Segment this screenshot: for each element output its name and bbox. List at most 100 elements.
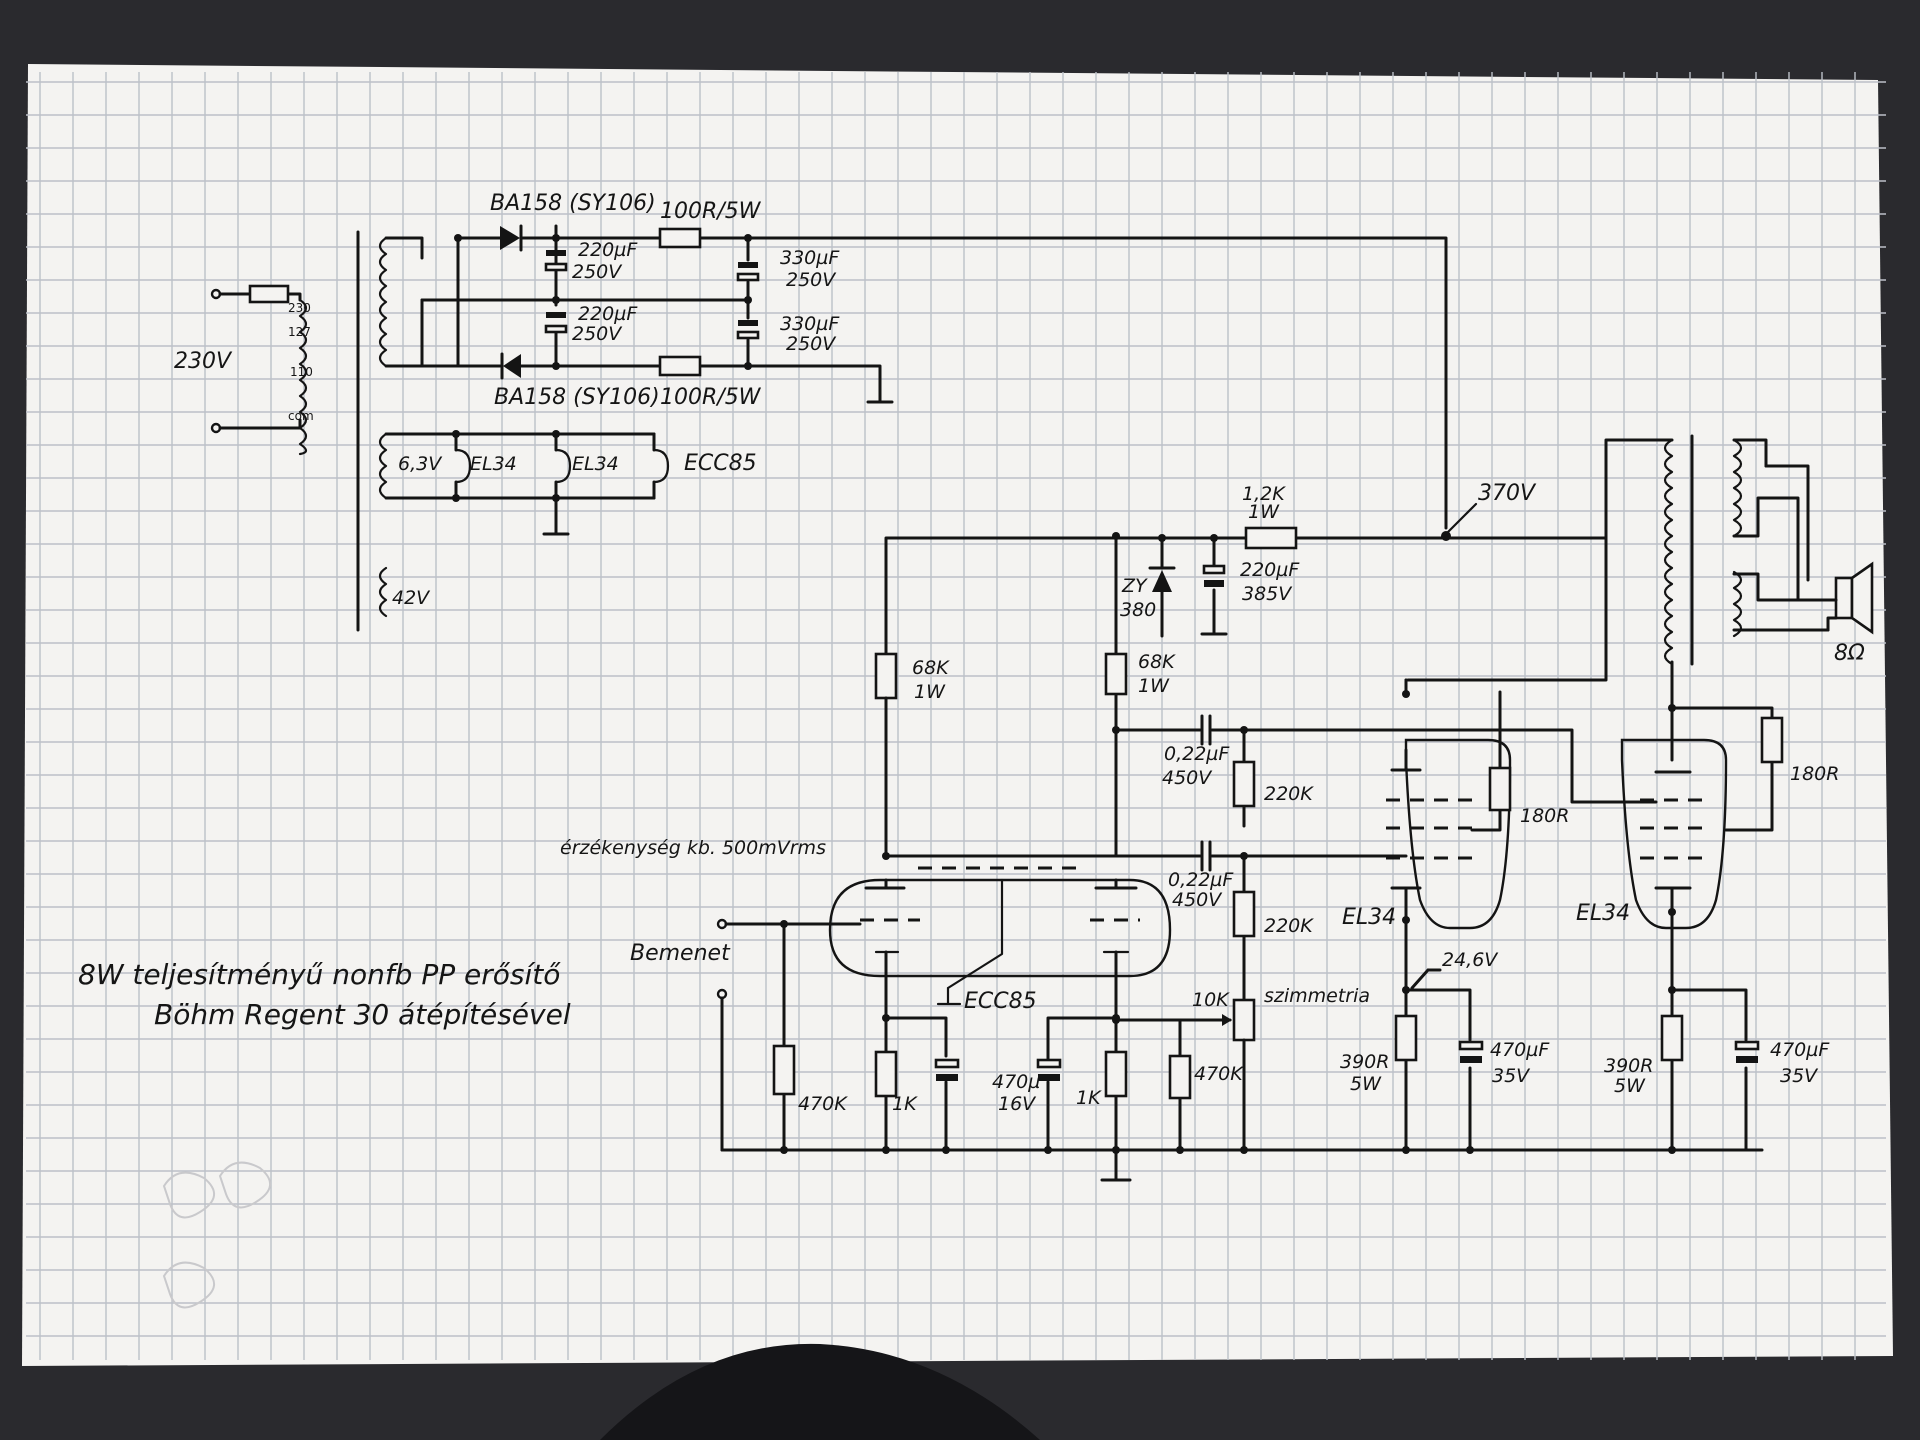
title-line-1: 8W teljesítményű nonfb PP erősítő [78,958,561,991]
balance-label: szimmetria [1264,985,1370,1007]
balance-pot-value: 10K [1192,989,1230,1011]
cathode-resistor-right [1104,1050,1128,1098]
tap-110-label: 110 [290,365,313,379]
ecc85-label: ECC85 [964,989,1037,1014]
filter-cap-voltage: 385V [1242,583,1293,605]
cathode-cap-el34-right-value: 470µF [1770,1039,1830,1061]
main-ground [1100,1148,1132,1182]
diode-top-symbol [500,226,520,250]
input-label: Bemenet [630,941,731,966]
pot-resistor-label: 470K [1194,1063,1244,1085]
diode-bottom-label: BA158 (SY106) [494,385,660,410]
hv-secondary-winding [378,236,388,368]
plate-r-left-value: 68K [912,657,950,679]
title-line-2: Böhm Regent 30 átépítésével [154,998,571,1031]
cathode-r-right-label: 1K [1076,1087,1102,1109]
coupling-cap-top-value: 0,22µF [1164,743,1230,765]
resistor-100r-top [658,227,702,249]
screen-resistor-right [1760,716,1784,764]
zener-label: ZY [1121,575,1148,597]
el34-right-label: EL34 [1576,901,1630,926]
primary-winding [298,298,308,456]
tap-127-label: 127 [288,325,311,339]
cathode-r-el34-left-value: 390R [1340,1051,1389,1073]
coupling-cap-bottom-value: 0,22µF [1168,869,1234,891]
cap-out-top-value: 330µF [780,247,840,269]
cap-out-bottom-value: 330µF [780,313,840,335]
zener-value-label: 380 [1120,599,1156,621]
ot-primary [1663,438,1674,666]
coupling-cap-bottom-voltage: 450V [1172,889,1223,911]
cathode-resistor-left-el34 [1394,1014,1418,1062]
filter-cap-value: 220µF [1240,559,1300,581]
cap-in-top-voltage: 250V [572,261,623,283]
resistor-top-label: 100R/5W [660,199,762,224]
heater-tube-2-label: EL34 [572,453,619,475]
cathode-r-left-label: 1K [892,1093,918,1115]
heater-tube-3-label: ECC85 [684,451,757,476]
notebook-page [22,64,1893,1366]
speaker-impedance-label: 8Ω [1834,641,1865,666]
power-supply-section: 230 127 110 com 230V BA158 (SY106) 100R/… [174,191,1448,632]
cap-in-bottom-voltage: 250V [572,323,623,345]
coupling-cap-top-voltage: 450V [1162,767,1213,789]
cathode-resistor-right-el34 [1660,1014,1684,1062]
cap-out-top-voltage: 250V [786,269,837,291]
cap-out-bottom-voltage: 250V [786,333,837,355]
heater-el34-2 [554,448,572,484]
plate-r-right-watt: 1W [1138,675,1170,697]
output-transformer: 8Ω [1604,434,1874,710]
heater-section: 6,3V EL34 EL34 ECC85 42V [378,430,757,618]
heater-tube-1-label: EL34 [470,453,517,475]
heater-voltage-label: 6,3V [398,453,443,475]
tap-230-label: 230 [288,301,311,315]
zener-diode [1152,570,1172,592]
aux-winding [378,566,388,618]
b-plus-rail: 1,2K 1W 370V ZY 380 220µF 385V [884,481,1608,858]
grid-leak-bottom [1232,890,1256,938]
faint-doodle [162,1161,271,1309]
speaker [1834,576,1854,620]
el34-right-envelope [1620,738,1728,930]
foreground-shadow [600,1343,1040,1440]
screen-resistor-left [1488,766,1512,812]
plate-r-left-watt: 1W [914,681,946,703]
plate-r-right-value: 68K [1138,651,1176,673]
grid-leak-bottom-label: 220K [1264,915,1314,937]
b-plus-voltage-label: 370V [1478,481,1537,506]
cathode-r-el34-right-watt: 5W [1614,1075,1646,1097]
balance-pot [1232,998,1256,1042]
phase-splitter: 68K 1W 68K 1W ECC85 Bemenet érzékenység … [560,651,1176,1152]
cathode-cap-value: 470µ [992,1071,1040,1093]
aux-winding-label: 42V [392,587,431,609]
output-stage: 180R EL34 180R EL34 24,6V 390R 5W 470µF … [1340,536,1839,1152]
mains-voltage-label: 230V [174,349,233,374]
cathode-cap-el34-right-voltage: 35V [1780,1065,1819,1087]
ot-secondary-2 [1732,570,1743,638]
cap-in-bottom-value: 220µF [578,303,638,325]
plate-resistor-right [1104,652,1128,696]
resistor-100r-bottom [658,355,702,377]
cathode-cap-voltage: 16V [998,1093,1037,1115]
ot-secondary-1 [1732,438,1743,538]
resistor-bottom-label: 100R/5W [660,385,762,410]
diode-bottom-symbol [503,354,521,378]
cathode-cap-el34-left-voltage: 35V [1492,1065,1531,1087]
pot-resistor [1168,1054,1192,1100]
heater-el34-1 [454,448,472,484]
graph-paper-grid [26,72,1886,1360]
ecc85-envelope [828,878,1172,978]
ground-bus-junctions [780,1146,1676,1154]
heater-winding [378,432,388,500]
cathode-cap-el34-left-value: 470µF [1490,1039,1550,1061]
heater-ecc85 [652,448,670,484]
grid-leak-top [1232,760,1256,808]
cathode-r-el34-right-value: 390R [1604,1055,1653,1077]
diode-top-label: BA158 (SY106) [490,191,656,216]
grid-resistor [772,1044,796,1096]
sensitivity-label: érzékenység kb. 500mVrms [560,837,826,859]
grid-resistor-label: 470K [798,1093,848,1115]
screen-r-left-label: 180R [1520,805,1569,827]
cathode-r-el34-left-watt: 5W [1350,1073,1382,1095]
